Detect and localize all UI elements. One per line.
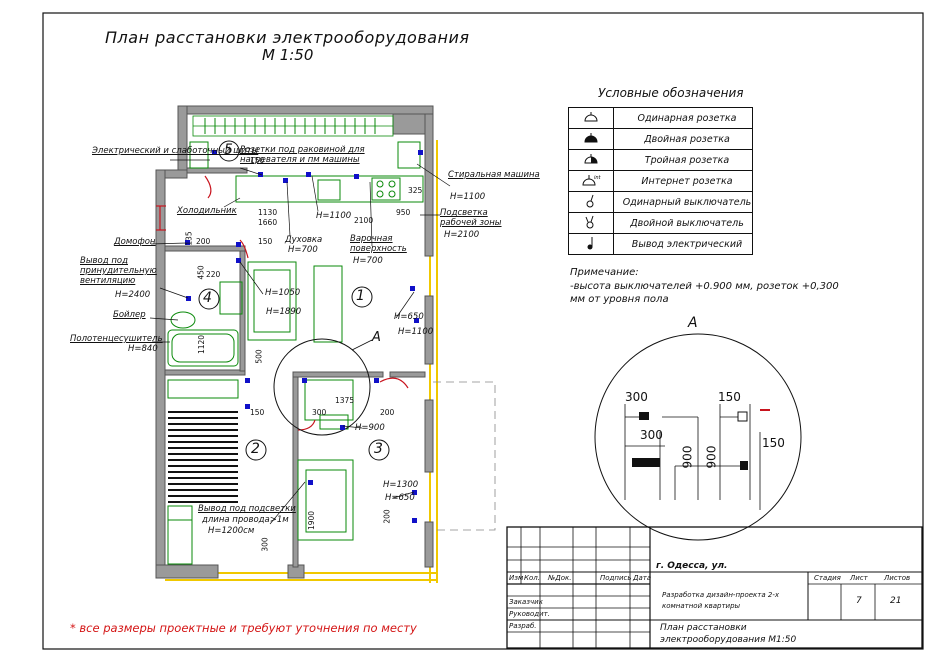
label-washer-h: Н=1100 xyxy=(450,192,486,202)
label-h900: Н=900 xyxy=(355,423,385,433)
detail-dim: 150 xyxy=(762,436,785,450)
svg-text:int: int xyxy=(594,175,602,181)
dimension: 1130 xyxy=(258,208,278,217)
label-intercom: Домофон xyxy=(114,237,156,247)
legend-label: Вывод электрический xyxy=(613,233,753,255)
label-h650b: Н=650 xyxy=(385,493,415,503)
legend-row: Одинарный выключатель xyxy=(568,191,753,213)
floor-plan xyxy=(149,105,768,583)
label-backlight-h: Н=1200см xyxy=(208,526,255,536)
dimension: 150 xyxy=(250,408,265,417)
double-socket-icon xyxy=(568,128,614,150)
label-backlight: Вывод под подсветки xyxy=(198,504,296,514)
label-washer: Стиральная машина xyxy=(448,170,540,180)
label-fridge: Холодильник xyxy=(177,206,237,216)
tb-row: Заказчик xyxy=(509,598,543,606)
tb-sheet-label: Лист xyxy=(850,574,868,582)
room-number: 4 xyxy=(203,290,212,306)
dimension: 200 xyxy=(382,509,392,524)
dimension: 325 xyxy=(408,186,423,195)
label-h650a: Н=650 xyxy=(394,312,424,322)
legend-table: Одинарная розетка Двойная розетка Тройна… xyxy=(568,107,753,255)
label-sink-sockets: Розетки под раковиной для нагревателя и … xyxy=(240,145,365,165)
label-h1100b: Н=1100 xyxy=(398,327,434,337)
note-text: -высота выключателей +0.900 мм, розеток … xyxy=(570,281,839,305)
legend-row: Тройная розетка xyxy=(568,149,753,171)
detail-dim: 300 xyxy=(640,428,663,442)
detail-label: A xyxy=(688,315,698,331)
legend-row: int Интернет розетка xyxy=(568,170,753,192)
detail-dim: 150 xyxy=(718,390,741,404)
tb-col: Подпись xyxy=(600,574,632,582)
tb-col: Изм xyxy=(509,574,524,582)
room-number: 5 xyxy=(224,142,233,158)
tb-row: Разраб. xyxy=(509,622,537,630)
tb-project: Разработка дизайн-проекта 2-х комнатной … xyxy=(662,591,779,610)
label-worktop-light: Подсветка рабочей зоны xyxy=(440,208,502,228)
tb-stage-label: Стадия xyxy=(814,574,841,582)
dimension: 950 xyxy=(396,208,411,217)
label-worktop-h: Н=2100 xyxy=(444,230,480,240)
label-towel-h: Н=840 xyxy=(128,344,158,354)
label-h1890: Н=1890 xyxy=(266,307,302,317)
dimension: 200 xyxy=(380,408,395,417)
tb-col: №Док. xyxy=(548,574,572,582)
label-oven: Духовка xyxy=(285,235,323,245)
dimension: 500 xyxy=(254,349,264,364)
legend-row: Одинарная розетка xyxy=(568,107,753,129)
tb-row: Руководит. xyxy=(509,610,550,618)
label-backlight-2: длина провода>1м xyxy=(202,515,289,525)
dimension: 1120 xyxy=(197,334,207,355)
tb-sheets-label: Листов xyxy=(884,574,911,582)
plan-title: План расстановки электрооборудования xyxy=(105,28,470,47)
dimension: 150 xyxy=(250,156,265,165)
legend-row: Вывод электрический xyxy=(568,233,753,255)
warning-note: * все размеры проектные и требуют уточне… xyxy=(70,621,417,635)
label-towel: Полотенцесушитель xyxy=(70,334,163,344)
label-vent-h: Н=2400 xyxy=(115,290,151,300)
dimension: 2100 xyxy=(354,216,374,225)
plan-scale: М 1:50 xyxy=(262,46,314,64)
tb-col: Кол. xyxy=(524,574,540,582)
label-hob: Варочная поверхность xyxy=(350,234,407,254)
legend-heading: Условные обозначения xyxy=(598,86,744,100)
detail-ref-label: A xyxy=(372,330,381,345)
room-number: 1 xyxy=(356,288,365,304)
dimension: 300 xyxy=(312,408,327,417)
tb-sheets: 21 xyxy=(890,596,902,606)
label-h1300: Н=1300 xyxy=(383,480,419,490)
tb-sheet: 7 xyxy=(856,596,862,606)
legend-row: Двойной выключатель xyxy=(568,212,753,234)
detail-a xyxy=(594,333,802,541)
dimension: 200 xyxy=(196,237,211,246)
tb-col: Дата xyxy=(633,574,652,582)
label-h1100: Н=1100 xyxy=(316,211,352,221)
dimension: 1375 xyxy=(335,396,355,405)
label-hob-h: Н=700 xyxy=(353,256,383,266)
dimension: 450 xyxy=(196,265,206,280)
note-heading: Примечание: xyxy=(570,267,639,278)
detail-dim: 300 xyxy=(625,390,648,404)
room-number: 3 xyxy=(374,441,383,457)
label-boiler: Бойлер xyxy=(113,310,146,320)
label-oven-h: Н=700 xyxy=(288,245,318,255)
dimension: 1900 xyxy=(307,510,317,531)
dimension: 300 xyxy=(260,537,270,552)
title-block-lines xyxy=(506,526,923,649)
label-vent: Вывод под принудительную вентиляцию xyxy=(80,256,157,286)
dimension: 135 xyxy=(184,231,194,246)
tb-city: г. Одесса, ул. xyxy=(656,561,728,571)
tb-drawing: План расстановки электрооборудования М1:… xyxy=(660,623,797,645)
dimension: 220 xyxy=(206,270,221,279)
room-number: 2 xyxy=(251,441,260,457)
dimension: 150 xyxy=(258,237,273,246)
label-panels: Электрический и слаботочный щиты xyxy=(92,146,259,156)
label-h1050: Н=1050 xyxy=(265,288,301,298)
dimension: 1660 xyxy=(258,218,278,227)
